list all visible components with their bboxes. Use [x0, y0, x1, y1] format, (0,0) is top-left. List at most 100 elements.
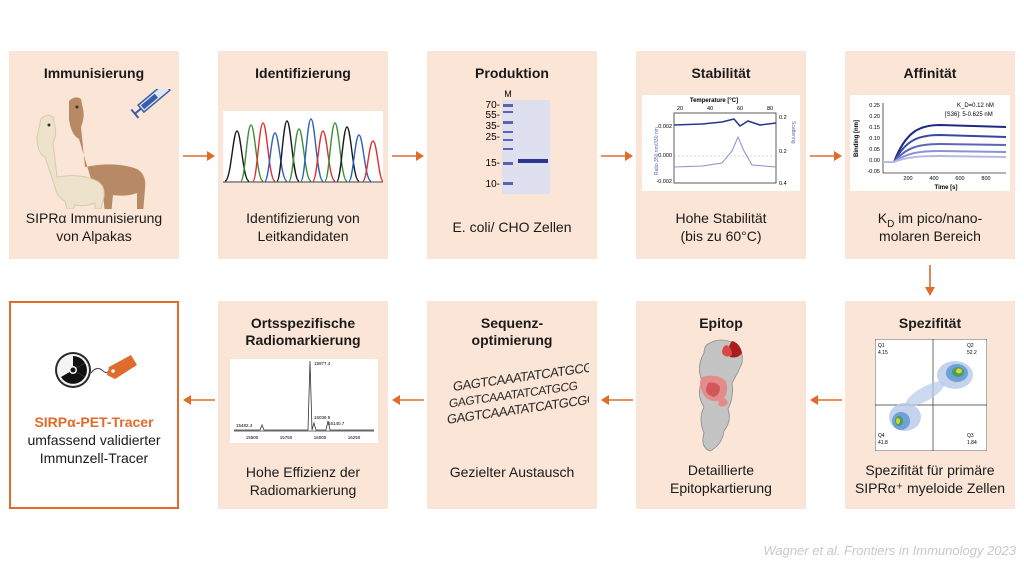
step-caption-line2: Leitkandidaten: [257, 228, 349, 244]
step-title: Produktion: [475, 65, 549, 81]
step-stabilitaet: Stabilität Temperature [°C] 20 40 60 80 …: [636, 51, 806, 259]
facs-q3-value: 1.84: [967, 440, 977, 446]
step-caption-line1: Hohe Effizienz der: [245, 464, 361, 480]
step-produktion: Produktion M 70- 55- 35- 25- 15- 10- E. …: [427, 51, 597, 259]
affinity-xtick: 600: [955, 176, 964, 182]
kd-rest: im pico/nano-: [894, 210, 983, 226]
affinity-ytick: 0.20: [869, 114, 880, 120]
step-spezifitaet: Spezifität Q1 4.15 Q2 52.2 Q3 1.84 Q4 41…: [845, 301, 1015, 509]
step-caption-line1: KD im pico/nano-: [845, 209, 1015, 234]
facs-q4-value: 41.8: [878, 440, 888, 446]
ms-peak-label: 15482.4: [236, 423, 253, 428]
arrow-right: [810, 151, 842, 161]
gel-marker-label: M: [504, 89, 512, 99]
affinity-ytick: 0.15: [869, 125, 880, 131]
affinity-xtick: 200: [903, 176, 912, 182]
affinity-conc: [S36]: 5-0.625 nM: [945, 112, 993, 118]
final-line3: Immunzell-Tracer: [39, 450, 149, 466]
stability-tick: 0.000: [658, 153, 672, 159]
step-title: Identifizierung: [255, 65, 351, 81]
step-caption-line2: Radiomarkierung: [249, 482, 357, 498]
final-highlight: SIRPα-PET-Tracer: [34, 414, 154, 430]
stability-tick: 0.4: [779, 181, 787, 187]
affinity-plot: K_D=0.12 nM [S36]: 5-0.625 nM Binding [n…: [850, 95, 1010, 191]
step-caption-line1: Spezifität für primäre: [865, 462, 995, 478]
arrow-left: [601, 395, 633, 405]
step-title-line1: Sequenz-: [480, 315, 544, 331]
gel-ladder-label: 55-: [486, 110, 500, 121]
ms-peak-label: 16140.7: [328, 421, 345, 426]
alpaca-illustration: [36, 89, 171, 209]
chromatogram-image: [223, 111, 383, 183]
ms-peak-label: 15977.4: [314, 361, 331, 366]
radioactive-tracer-icon: [55, 352, 137, 388]
stability-tick: 80: [767, 106, 773, 112]
affinity-xtick: 800: [981, 176, 990, 182]
step-radiomarkierung: Ortsspezifische Radiomarkierung 15977.4 …: [218, 301, 388, 509]
stability-tick: -0.002: [656, 179, 672, 185]
arrow-right: [601, 151, 633, 161]
step-affinitaet: Affinität K_D=0.12 nM [S36]: 5-0.625 nM …: [845, 51, 1015, 259]
facs-q2: Q2: [967, 343, 974, 349]
step-epitop: Epitop Detaillierte Epitopkartierung: [636, 301, 806, 509]
facs-q2-value: 52.2: [967, 350, 977, 356]
sequence-image: GAGTCAAATATCATGCGCAT GAGTCAAATATCATGCG G…: [447, 363, 589, 427]
ms-xtick: 15750: [280, 435, 293, 440]
step-title: Spezifität: [898, 315, 962, 331]
ms-xtick: 16250: [348, 435, 361, 440]
gel-ladder-label: 70-: [486, 100, 500, 111]
step-title: Stabilität: [691, 65, 751, 81]
gel-image: M 70- 55- 35- 25- 15- 10-: [486, 89, 550, 194]
stability-tick: 60: [737, 106, 743, 112]
arrow-right: [392, 151, 424, 161]
step-caption-line1: SIPRα Immunisierung: [25, 210, 163, 226]
mass-spectrum-image: 15977.4 15482.4 16038.9 16140.7 15500 15…: [230, 359, 378, 443]
affinity-ytick: 0.25: [869, 103, 880, 109]
facs-q1: Q1: [878, 343, 885, 349]
affinity-ytick: 0.05: [869, 147, 880, 153]
gel-ladder-label: 25-: [486, 132, 500, 143]
affinity-xtick: 400: [929, 176, 938, 182]
protein-structure-image: [699, 339, 743, 452]
step-caption-line2: SIPRα⁺ myeloide Zellen: [854, 480, 1006, 496]
facs-q3: Q3: [967, 433, 974, 439]
step-caption-line1: Detaillierte: [687, 462, 755, 478]
stability-tick: 0.2: [779, 149, 787, 155]
facs-q1-value: 4.15: [878, 350, 888, 356]
kd-subscript: D: [887, 218, 895, 230]
arrow-left: [810, 395, 842, 405]
affinity-ytick: 0.10: [869, 136, 880, 142]
stability-axis-title: Temperature [°C]: [690, 98, 738, 104]
arrow-down: [925, 265, 935, 296]
step-title-line2: optimierung: [471, 332, 553, 348]
step-caption-line2: molaren Bereich: [879, 228, 981, 244]
stability-left-label: Ratio 350 nm/330 nm: [654, 127, 660, 175]
ms-xtick: 15500: [246, 435, 259, 440]
facs-q4: Q4: [878, 433, 885, 439]
affinity-ylabel: Binding [nm]: [854, 120, 860, 157]
ms-peak-label: 16038.9: [314, 415, 331, 420]
step-title: Epitop: [699, 315, 743, 331]
stability-right-label: Scattering: [790, 121, 796, 144]
step-sequenzoptimierung: Sequenz- optimierung GAGTCAAATATCATGCGCA…: [427, 301, 597, 509]
stability-tick: 20: [677, 106, 683, 112]
arrow-left: [183, 395, 215, 405]
final-line2: umfassend validierter: [27, 432, 161, 448]
affinity-ytick: -0.05: [867, 169, 880, 175]
step-identifizierung: Identifizierung Identifizierung von Leit…: [218, 51, 388, 259]
affinity-kd: K_D=0.12 nM: [957, 103, 994, 109]
step-title-line2: Radiomarkierung: [245, 332, 361, 348]
step-title: Affinität: [903, 65, 957, 81]
affinity-xlabel: Time [s]: [935, 185, 958, 191]
step-caption-line1: Gezielter Austausch: [449, 464, 575, 480]
stability-plot: Temperature [°C] 20 40 60 80 0.002 0.000…: [642, 95, 800, 191]
step-caption-line2: (bis zu 60°C): [680, 228, 762, 244]
step-title-line1: Ortsspezifische: [250, 315, 356, 331]
step-immunisierung: Immunisierung SIPRα Immunisierung von Al…: [9, 51, 179, 259]
step-caption-line1: E. coli/ CHO Zellen: [452, 219, 572, 235]
stability-tick: 0.002: [658, 124, 672, 130]
stability-tick: 0.2: [779, 115, 787, 121]
step-caption-line2: von Alpakas: [56, 228, 132, 244]
step-title: Immunisierung: [43, 65, 145, 81]
kd-symbol: K: [877, 210, 888, 226]
